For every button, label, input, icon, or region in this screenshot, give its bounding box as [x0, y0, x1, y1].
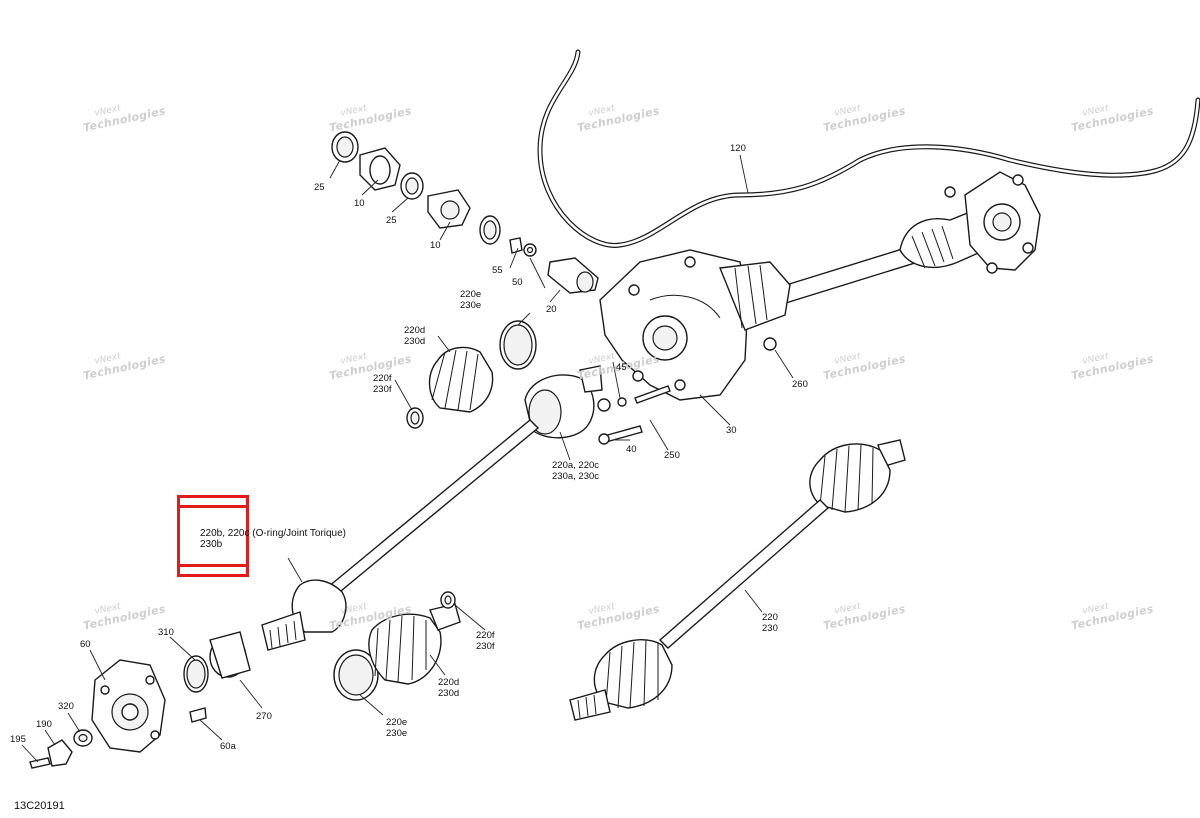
part-label[interactable]: 20: [546, 304, 557, 315]
upper-drive-shaft: [769, 171, 1041, 307]
lower-left-parts: [29, 631, 251, 769]
part-label[interactable]: 230f: [476, 641, 495, 652]
callout-line-2: 230b: [200, 539, 223, 550]
part-label[interactable]: 220d: [438, 677, 460, 688]
part-label[interactable]: 320: [58, 701, 74, 712]
part-label[interactable]: 230e: [386, 728, 408, 739]
housing-fasteners: [597, 337, 777, 445]
hose-120: [537, 49, 1200, 248]
part-label[interactable]: 60a: [220, 741, 236, 752]
callout-oring-label[interactable]: 220b, 220c (O-ring/Joint Torique) 230b: [200, 528, 346, 550]
part-label[interactable]: 10: [430, 240, 441, 251]
lower-boot-assembly: [333, 591, 461, 701]
part-label[interactable]: 220: [762, 612, 778, 623]
part-label[interactable]: 50: [512, 277, 523, 288]
main-long-shaft: [261, 365, 603, 651]
part-label[interactable]: 40: [626, 444, 637, 455]
part-label[interactable]: 195: [10, 734, 26, 745]
part-label[interactable]: 190: [36, 719, 52, 730]
part-label[interactable]: 220f: [373, 373, 392, 384]
part-label[interactable]: 25: [314, 182, 325, 193]
part-label[interactable]: 30: [726, 425, 737, 436]
part-label[interactable]: 220e: [386, 717, 408, 728]
part-label[interactable]: 230: [762, 623, 778, 634]
part-label[interactable]: 25: [386, 215, 397, 226]
part-label[interactable]: 55: [492, 265, 503, 276]
callout-line-1: 220b, 220c (O-ring/Joint Torique): [200, 528, 347, 539]
callout-highlight-inner: [177, 505, 249, 577]
part-label[interactable]: 230e: [460, 300, 482, 311]
part-label[interactable]: 45: [616, 362, 627, 373]
part-label[interactable]: 270: [256, 711, 272, 722]
part-label[interactable]: 310: [158, 627, 174, 638]
top-small-parts: [331, 131, 599, 294]
part-label[interactable]: 230d: [438, 688, 460, 699]
drawing-reference-code: 13C20191: [14, 800, 65, 812]
part-label[interactable]: 120: [730, 143, 746, 154]
part-label[interactable]: 220d: [404, 325, 426, 336]
part-label[interactable]: 260: [792, 379, 808, 390]
right-axle-220: [569, 439, 906, 721]
upper-left-boot-assembly: [406, 320, 537, 429]
part-label[interactable]: 220e: [460, 289, 482, 300]
part-label[interactable]: 220a, 220c: [552, 460, 600, 471]
part-label[interactable]: 230d: [404, 336, 426, 347]
part-label[interactable]: 10: [354, 198, 365, 209]
part-label[interactable]: 230f: [373, 384, 392, 395]
part-label[interactable]: 250: [664, 450, 680, 461]
part-label[interactable]: 220f: [476, 630, 495, 641]
part-label[interactable]: 60: [80, 639, 91, 650]
leader-lines: [21, 154, 794, 763]
differential-housing-30: [599, 249, 791, 401]
part-label[interactable]: 230a, 230c: [552, 471, 600, 482]
